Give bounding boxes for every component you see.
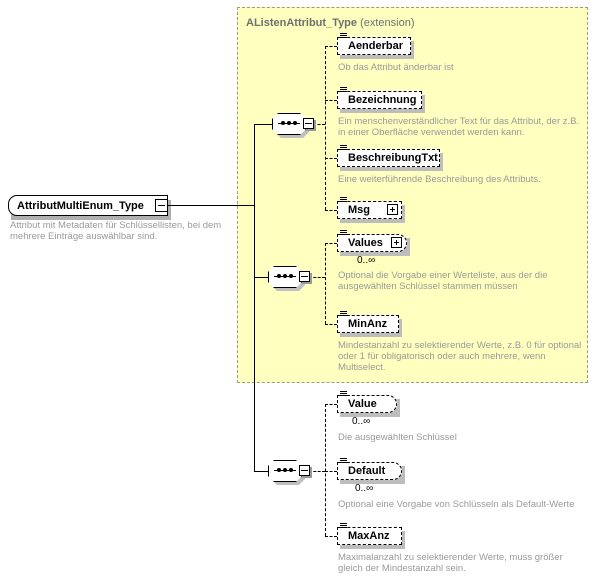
cardinality-value: 0..∞ <box>352 416 371 427</box>
connector-trunk-vertical <box>254 124 255 471</box>
connector-to-aenderbar <box>325 46 337 47</box>
element-label-beschreibungtxt: BeschreibungTxt <box>348 152 438 164</box>
element-box-beschreibungtxt[interactable]: BeschreibungTxt <box>337 149 440 167</box>
element-label-maxanz: MaxAnz <box>348 530 390 542</box>
element-label-default: Default <box>348 465 386 477</box>
element-box-value[interactable]: Value <box>337 395 397 413</box>
element-label-bezeichnung: Bezeichnung <box>348 94 417 106</box>
element-label-values: Values <box>348 237 383 249</box>
root-type-documentation: Attribut mit Metadaten für Schlüssellist… <box>10 220 222 242</box>
element-doc-bezeichnung: Ein menschenverständlicher Text für das … <box>338 116 580 138</box>
connector-to-beschreibungtxt <box>325 158 337 159</box>
element-label-aenderbar: Aenderbar <box>348 40 404 52</box>
extension-panel <box>237 7 588 383</box>
connector-group1-bus <box>325 46 326 210</box>
element-box-default[interactable]: Default <box>337 462 402 480</box>
connector-group2-bus <box>325 243 326 324</box>
element-box-maxanz[interactable]: MaxAnz <box>337 527 402 545</box>
connector-to-value <box>325 404 337 405</box>
connector-group2-stub <box>254 277 268 278</box>
connector-group1-stub <box>254 124 272 125</box>
root-type-name: AttributMultiEnum_Type <box>17 199 144 212</box>
connector-group3-bus-stub <box>309 471 325 472</box>
element-label-value: Value <box>348 398 377 410</box>
element-doc-value: Die ausgewählten Schlüssel <box>338 432 457 443</box>
element-doc-beschreibungtxt: Eine weiterführende Beschreibung des Att… <box>338 174 541 185</box>
connector-to-maxanz <box>325 536 337 537</box>
element-box-minanz[interactable]: MinAnz <box>337 315 399 333</box>
sequence-compositor-2[interactable] <box>268 266 312 291</box>
element-box-aenderbar[interactable]: Aenderbar <box>337 37 411 55</box>
connector-to-minanz <box>325 324 337 325</box>
connector-to-default <box>325 471 337 472</box>
connector-group1-bus-stub <box>313 124 325 125</box>
connector-to-values <box>325 243 337 244</box>
element-doc-maxanz: Maximalanzahl zu selektierender Werte, m… <box>338 552 563 574</box>
connector-to-bezeichnung <box>325 100 337 101</box>
extension-base-type: AListenAttribut_Type <box>246 17 358 29</box>
sequence-compositor-1[interactable] <box>272 113 316 138</box>
cardinality-values: 0..∞ <box>357 255 376 266</box>
element-box-values[interactable]: Values <box>337 234 407 252</box>
root-collapse-minus-icon[interactable] <box>155 199 168 212</box>
element-label-minanz: MinAnz <box>348 318 388 330</box>
connector-group3-stub <box>254 471 268 472</box>
connector-root-to-trunk <box>168 205 254 206</box>
cardinality-default: 0..∞ <box>355 483 374 494</box>
element-box-msg[interactable]: Msg <box>337 201 402 219</box>
element-label-msg: Msg <box>348 204 370 216</box>
element-doc-default: Optional eine Vorgabe von Schlüsseln als… <box>338 499 575 510</box>
connector-group2-bus-stub <box>309 277 325 278</box>
connector-group3-bus <box>325 404 326 536</box>
element-box-bezeichnung[interactable]: Bezeichnung <box>337 91 422 109</box>
connector-to-msg <box>325 210 337 211</box>
root-type-box[interactable]: AttributMultiEnum_Type <box>8 195 168 216</box>
element-doc-values: Optional die Vorgabe einer Werteliste, a… <box>338 270 548 292</box>
extension-kind-label: (extension) <box>360 17 415 29</box>
msg-expand-plus-icon[interactable] <box>387 204 398 215</box>
values-expand-plus-icon[interactable] <box>391 237 402 248</box>
element-doc-aenderbar: Ob das Attribut änderbar ist <box>338 62 454 73</box>
element-doc-minanz: Mindestanzahl zu selektierender Werte, z… <box>338 340 582 373</box>
extension-panel-title: AListenAttribut_Type (extension) <box>246 17 415 29</box>
sequence-compositor-3[interactable] <box>268 460 312 485</box>
